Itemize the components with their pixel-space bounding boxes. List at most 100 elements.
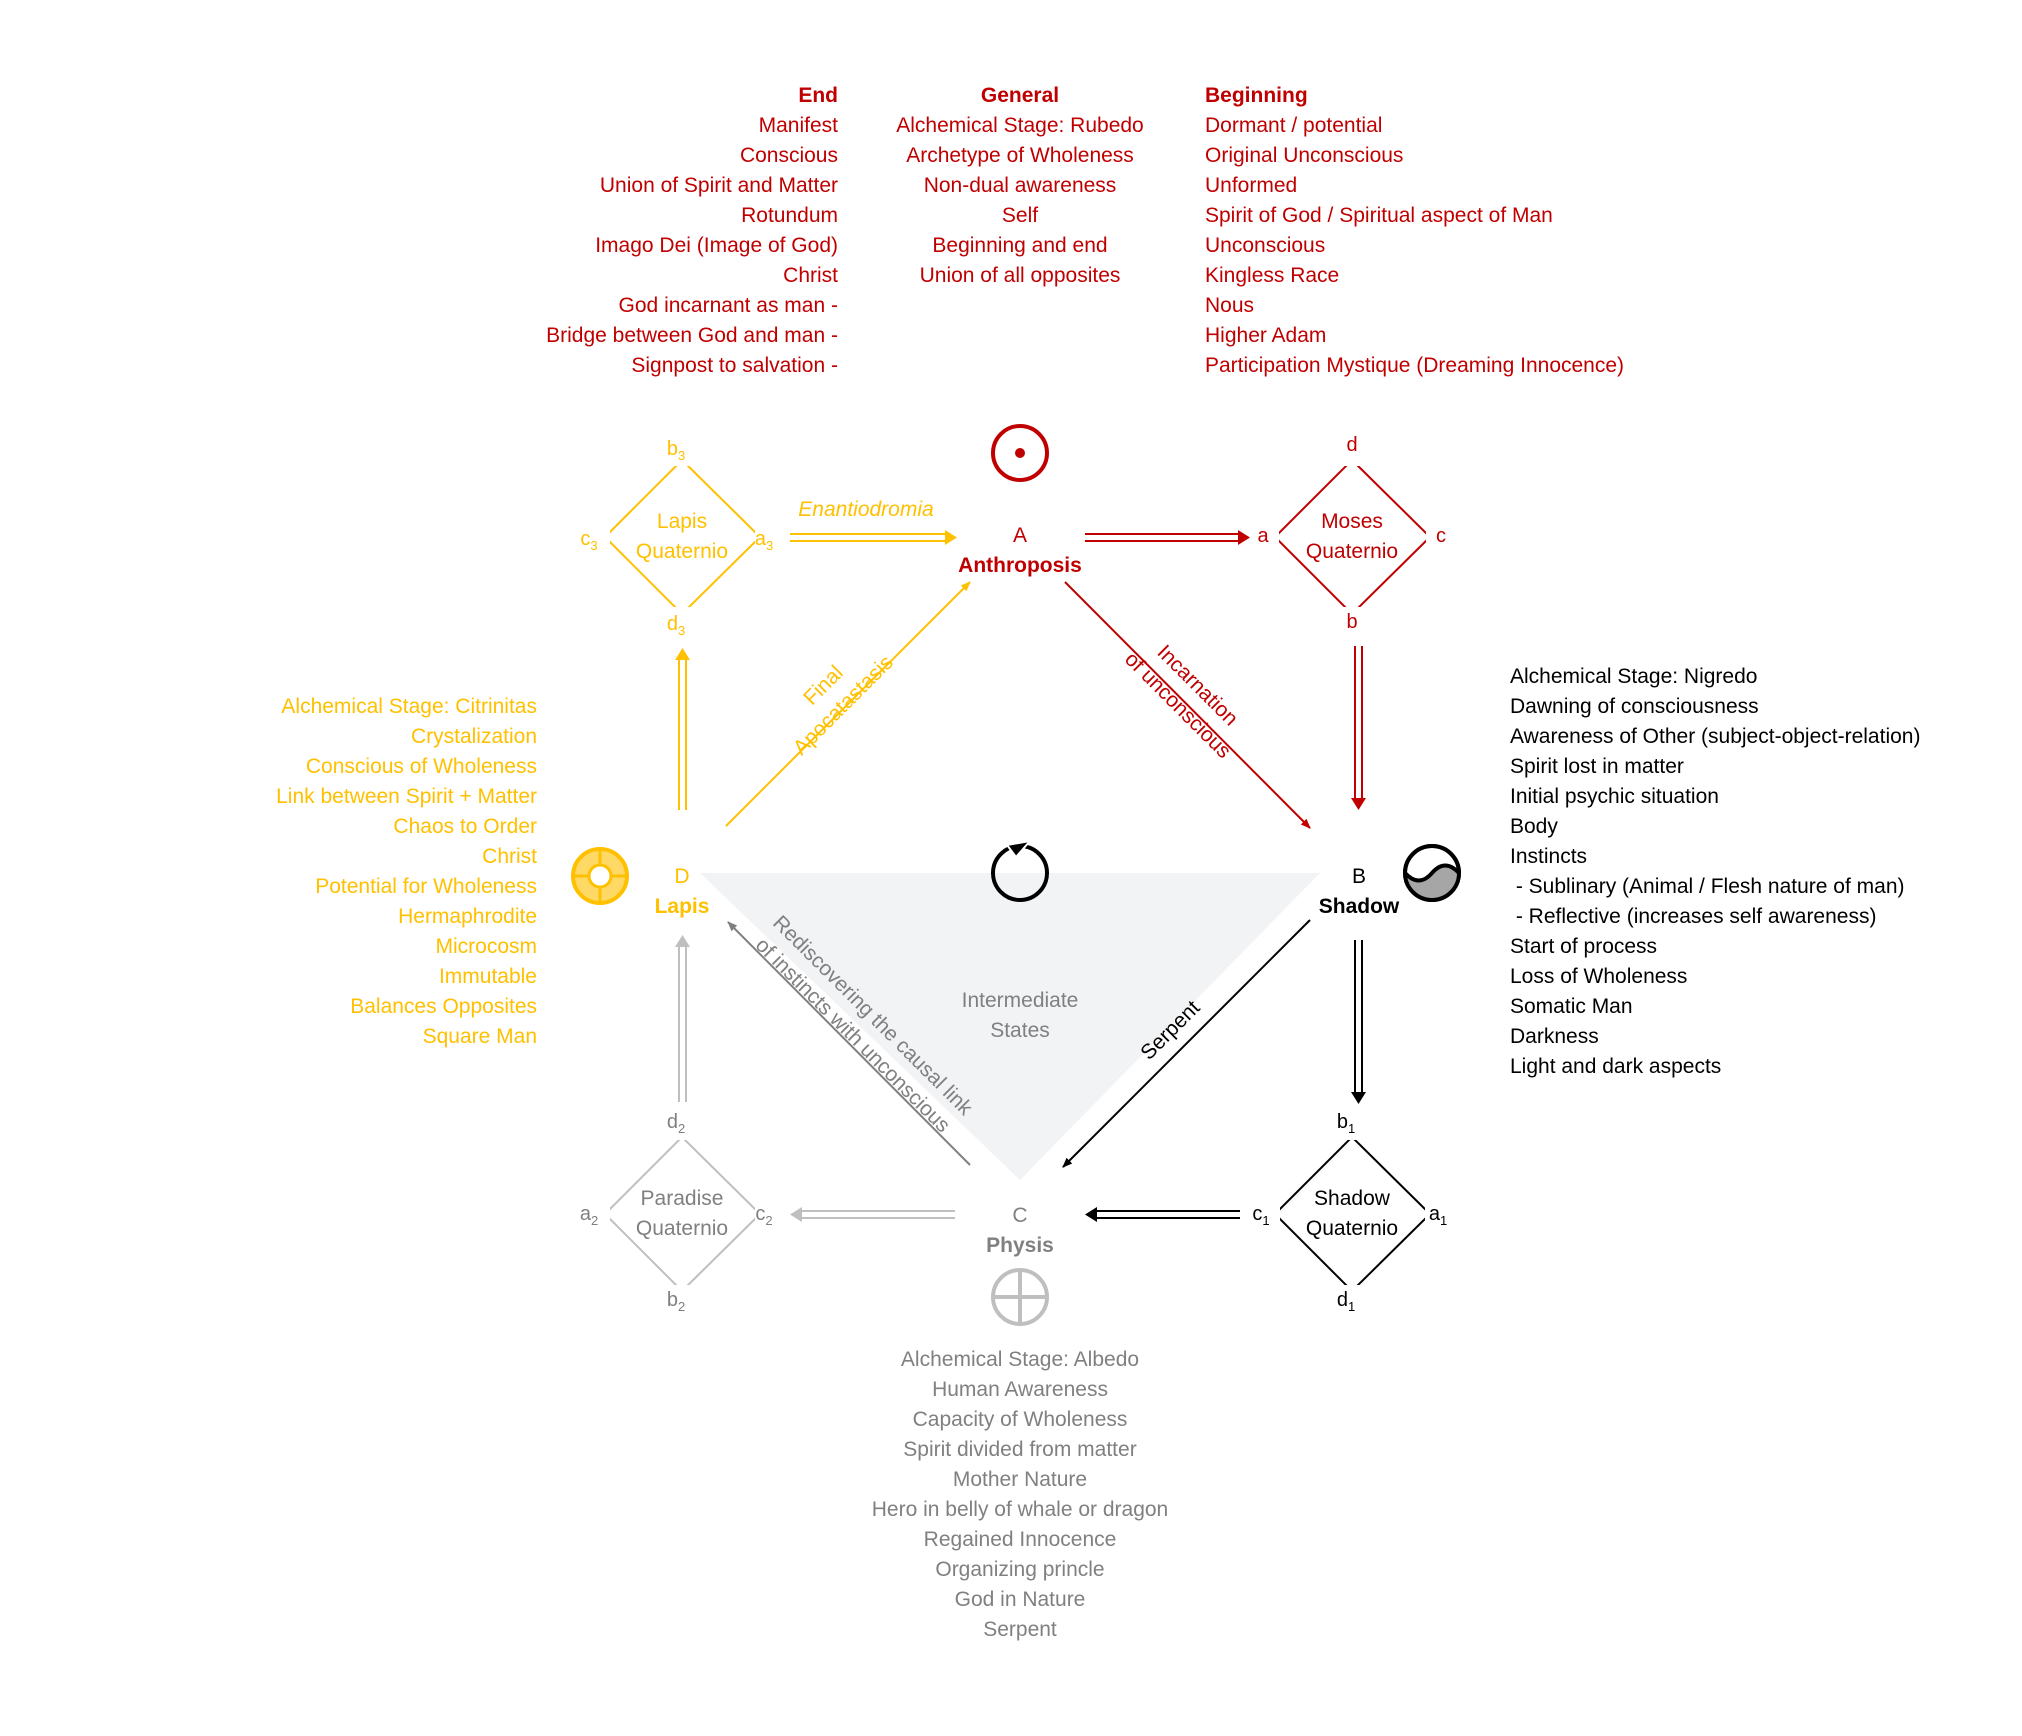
moses-quaternio-label: Quaternio: [1306, 540, 1398, 563]
general-item: Alchemical Stage: Rubedo: [896, 114, 1144, 137]
moses-corner-c: c: [1436, 525, 1446, 547]
shadow-attribute: - Reflective (increases self awareness): [1510, 905, 1877, 928]
node-c-letter: C: [1012, 1204, 1027, 1227]
lapis-attribute: Christ: [482, 845, 537, 868]
lapis-attribute: Conscious of Wholeness: [305, 755, 537, 778]
wheel-circle-icon: [571, 847, 629, 905]
lapis-attribute: Link between Spirit + Matter: [276, 785, 537, 808]
general-item: Beginning and end: [932, 234, 1108, 257]
beginning-item: Nous: [1205, 294, 1255, 317]
end-item: Signpost to salvation -: [631, 354, 838, 377]
shadow-attribute: Alchemical Stage: Nigredo: [1510, 665, 1758, 688]
shadow-quaternio-to-c-arrow: [1085, 1207, 1240, 1222]
beginning-item: Original Unconscious: [1205, 144, 1404, 167]
general-item: Non-dual awareness: [923, 174, 1117, 197]
node-c-name: Physis: [986, 1234, 1054, 1257]
beginning-item: Unconscious: [1205, 234, 1326, 257]
beginning-item: Kingless Race: [1205, 264, 1340, 287]
general-item: Self: [1001, 204, 1039, 227]
lapis-attribute: Microcosm: [435, 935, 537, 958]
end-item: Manifest: [758, 114, 838, 137]
beginning-item: Spirit of God / Spiritual aspect of Man: [1205, 204, 1553, 227]
shadow-corner-d1: d1: [1337, 1289, 1355, 1314]
node-a-name: Anthroposis: [958, 554, 1082, 577]
lapis-attribute: Square Man: [422, 1025, 537, 1048]
shadow-corner-a1: a1: [1429, 1203, 1447, 1228]
yin-yang-icon: [1403, 844, 1461, 902]
lapis-corner-d3: d3: [667, 613, 685, 638]
physis-attribute: Spirit divided from matter: [903, 1438, 1137, 1461]
paradise-corner-b2: b2: [667, 1289, 685, 1314]
paradise-corner-a2: a2: [580, 1203, 598, 1228]
beginning-header: Beginning: [1205, 84, 1308, 107]
end-item: God incarnant as man -: [618, 294, 838, 317]
final-apocatastasis-label: Final Apocatastasis: [789, 651, 898, 760]
shadow-attribute: Awareness of Other (subject-object-relat…: [1510, 725, 1921, 748]
sun-circle-dot-icon: [991, 424, 1049, 482]
physis-attribute: Capacity of Wholeness: [912, 1408, 1128, 1431]
beginning-item: Participation Mystique (Dreaming Innocen…: [1205, 354, 1625, 377]
c-to-paradise-arrow: [790, 1207, 955, 1222]
physis-attribute: God in Nature: [954, 1588, 1086, 1611]
circular-arrow-icon: [991, 839, 1049, 902]
lapis-attributes-list: Alchemical Stage: Citrinitas Crystalizat…: [276, 692, 537, 1052]
moses-corner-d: d: [1346, 434, 1357, 456]
enantiodromia-arrow: [790, 530, 957, 545]
incarnation-label: Incarnation of unconscious: [1120, 641, 1242, 763]
lapis-quaternio-label: Quaternio: [636, 540, 728, 563]
general-item: Archetype of Wholeness: [906, 144, 1134, 167]
physis-attributes-list: Alchemical Stage: Albedo Human Awareness…: [820, 1345, 1220, 1645]
lapis-attribute: Potential for Wholeness: [315, 875, 537, 898]
shadow-attribute: Somatic Man: [1510, 995, 1633, 1018]
paradise-quaternio-label: Paradise: [641, 1187, 724, 1210]
moses-corner-b: b: [1346, 611, 1357, 633]
shadow-attribute: Instincts: [1510, 845, 1588, 868]
lapis-attribute: Alchemical Stage: Citrinitas: [281, 695, 537, 718]
paradise-to-d-arrow: [675, 935, 690, 1102]
shadow-attribute: Initial psychic situation: [1510, 785, 1719, 808]
shadow-attribute: Loss of Wholeness: [1510, 965, 1688, 988]
end-item: Bridge between God and man -: [546, 324, 838, 347]
d-to-lapis-quaternio-arrow: [675, 648, 690, 810]
shadow-attributes-list: Alchemical Stage: Nigredo Dawning of con…: [1510, 662, 1920, 1082]
node-b-name: Shadow: [1319, 895, 1400, 918]
end-column: End Manifest Conscious Union of Spirit a…: [546, 81, 838, 381]
shadow-attribute: Start of process: [1510, 935, 1658, 958]
beginning-column: Beginning Dormant / potential Original U…: [1205, 81, 1624, 381]
paradise-corner-c2: c2: [755, 1203, 772, 1228]
end-item: Conscious: [739, 144, 838, 167]
node-a-letter: A: [1013, 524, 1027, 547]
node-d-letter: D: [674, 865, 689, 888]
physis-attribute: Regained Innocence: [923, 1528, 1117, 1551]
lapis-attribute: Hermaphrodite: [398, 905, 537, 928]
end-item: Christ: [783, 264, 838, 287]
paradise-corner-d2: d2: [667, 1111, 685, 1136]
svg-text:Apocatastasis: Apocatastasis: [789, 651, 898, 760]
intermediate-label: States: [990, 1019, 1050, 1042]
incarnation-arrow: [1064, 581, 1311, 829]
physis-attribute: Serpent: [983, 1618, 1057, 1641]
shadow-attribute: Spirit lost in matter: [1510, 755, 1684, 778]
shadow-corner-c1: c1: [1252, 1203, 1269, 1228]
lapis-corner-b3: b3: [667, 438, 685, 463]
lapis-attribute: Crystalization: [410, 725, 537, 748]
general-item: Union of all opposites: [919, 264, 1121, 287]
beginning-item: Dormant / potential: [1205, 114, 1383, 137]
shadow-attribute: Light and dark aspects: [1510, 1055, 1722, 1078]
a-to-moses-arrow: [1085, 530, 1250, 545]
serpent-arrow: [1062, 919, 1311, 1168]
node-d-name: Lapis: [655, 895, 710, 918]
lapis-quaternio: Lapis Quaternio b3 c3 a3 d3: [580, 438, 785, 638]
moses-quaternio: Moses Quaternio d a c b: [1253, 434, 1452, 635]
lapis-attribute: Chaos to Order: [393, 815, 537, 838]
general-column: General Alchemical Stage: Rubedo Archety…: [870, 81, 1170, 291]
shadow-quaternio-label: Shadow: [1314, 1187, 1391, 1210]
end-item: Rotundum: [741, 204, 838, 227]
intermediate-label: Intermediate: [962, 989, 1079, 1012]
lapis-corner-a3: a3: [755, 528, 773, 553]
shadow-quaternio: Shadow Quaternio b1 c1 a1 d1: [1250, 1111, 1455, 1314]
moses-corner-a: a: [1257, 525, 1269, 547]
physis-attribute: Hero in belly of whale or dragon: [871, 1498, 1169, 1521]
physis-attribute: Alchemical Stage: Albedo: [900, 1348, 1140, 1371]
